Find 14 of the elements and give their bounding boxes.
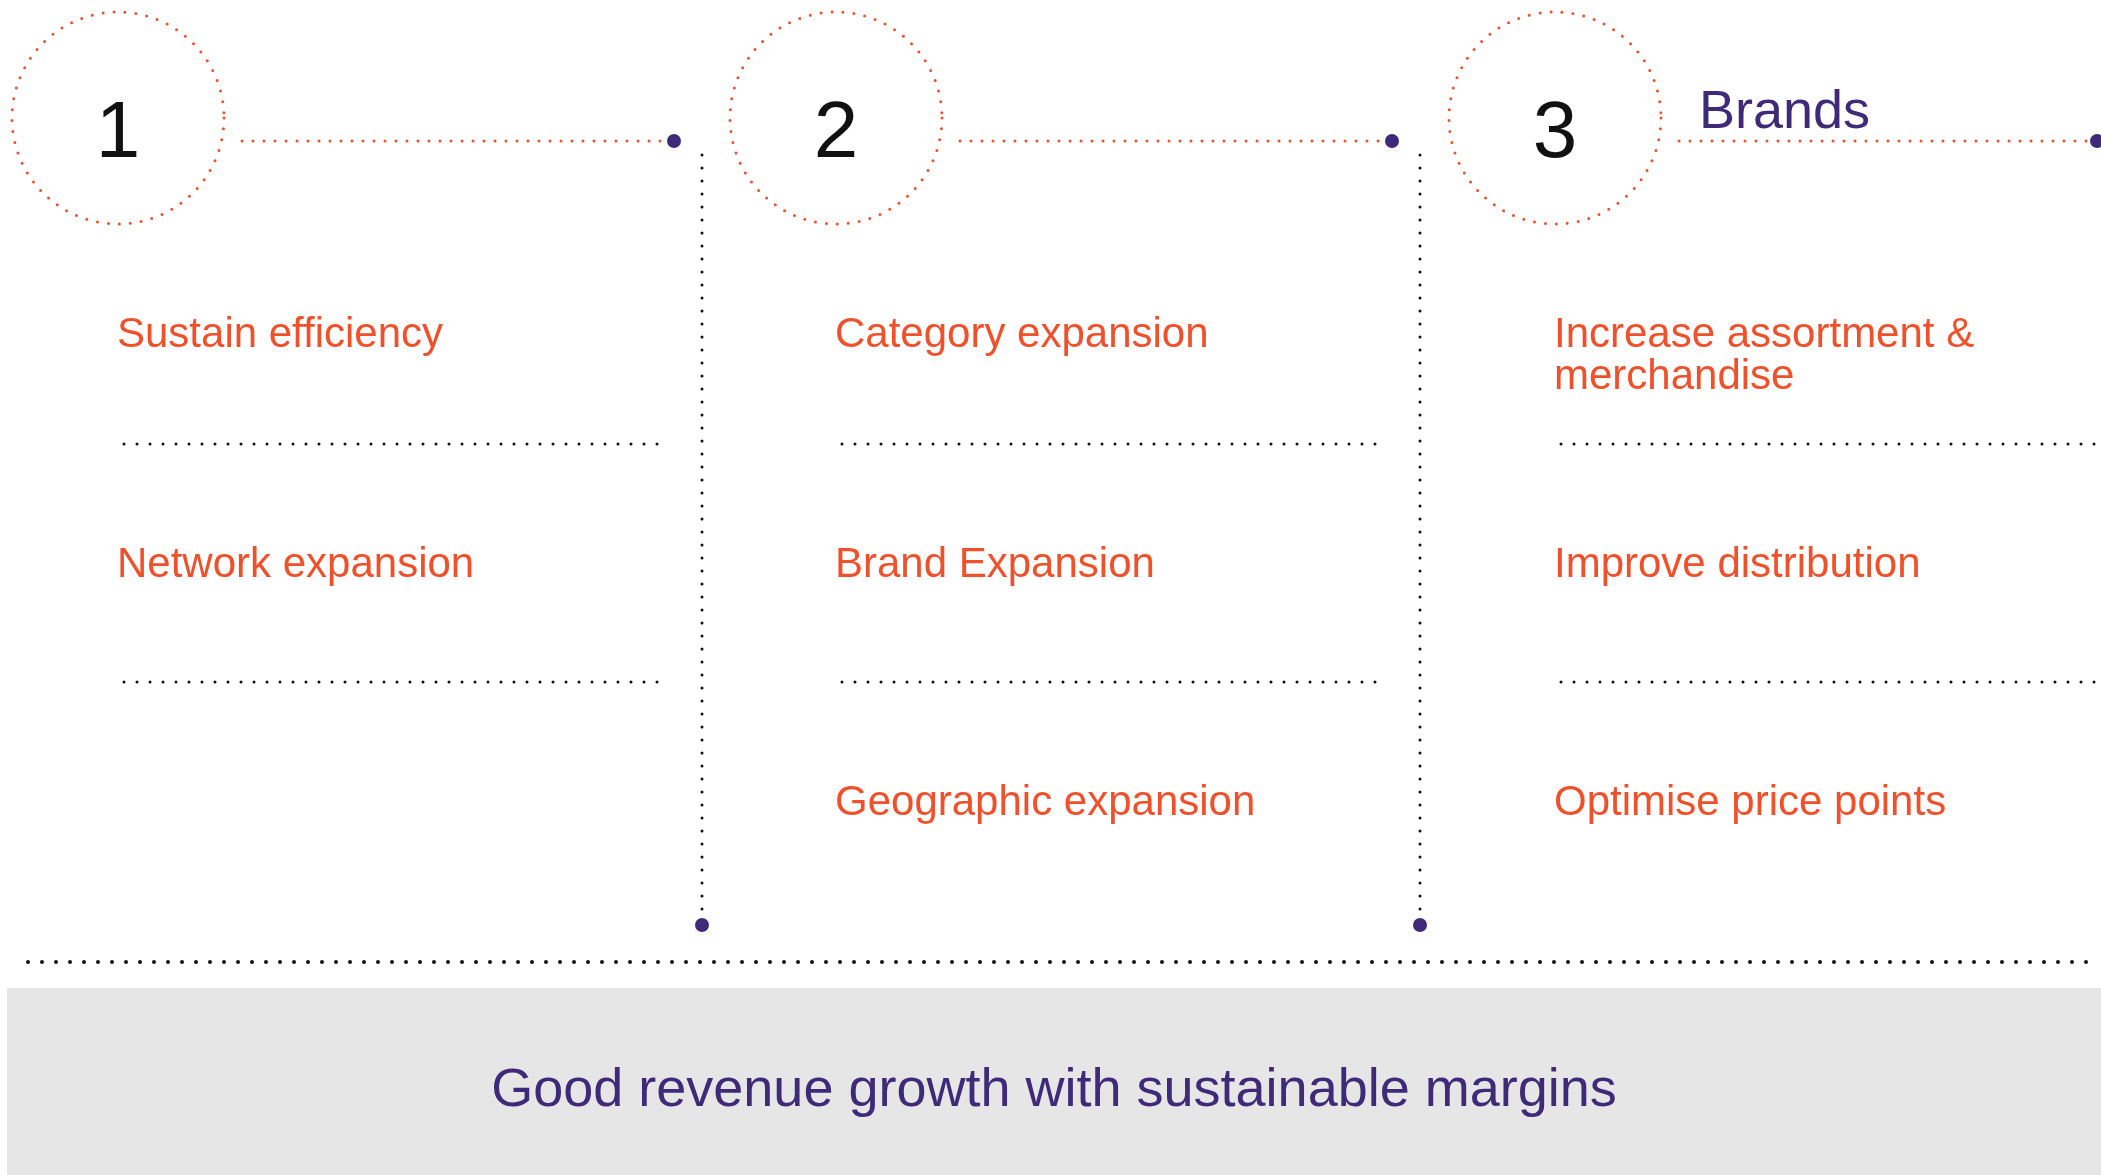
- strategy-label: Improve distribution: [1554, 542, 1922, 584]
- strategy-label: Geographic expansion: [835, 780, 1257, 822]
- strategy-label: Category expansion: [835, 312, 1210, 354]
- step-number: 1: [94, 90, 142, 170]
- strategy-label: Sustain efficiency: [117, 312, 445, 354]
- strategy-label: Brand Expansion: [835, 542, 1156, 584]
- summary-band: [7, 988, 2101, 1175]
- summary-text: Good revenue growth with sustainable margins: [491, 1056, 1617, 1118]
- column-heading: Brands: [1699, 78, 1871, 140]
- strategy-label: Network expansion: [117, 542, 476, 584]
- step-number: 3: [1531, 90, 1579, 170]
- strategy-label: Increase assortment & merchandise: [1554, 312, 1976, 396]
- step-number: 2: [812, 90, 860, 170]
- strategy-label: Optimise price points: [1554, 780, 1948, 822]
